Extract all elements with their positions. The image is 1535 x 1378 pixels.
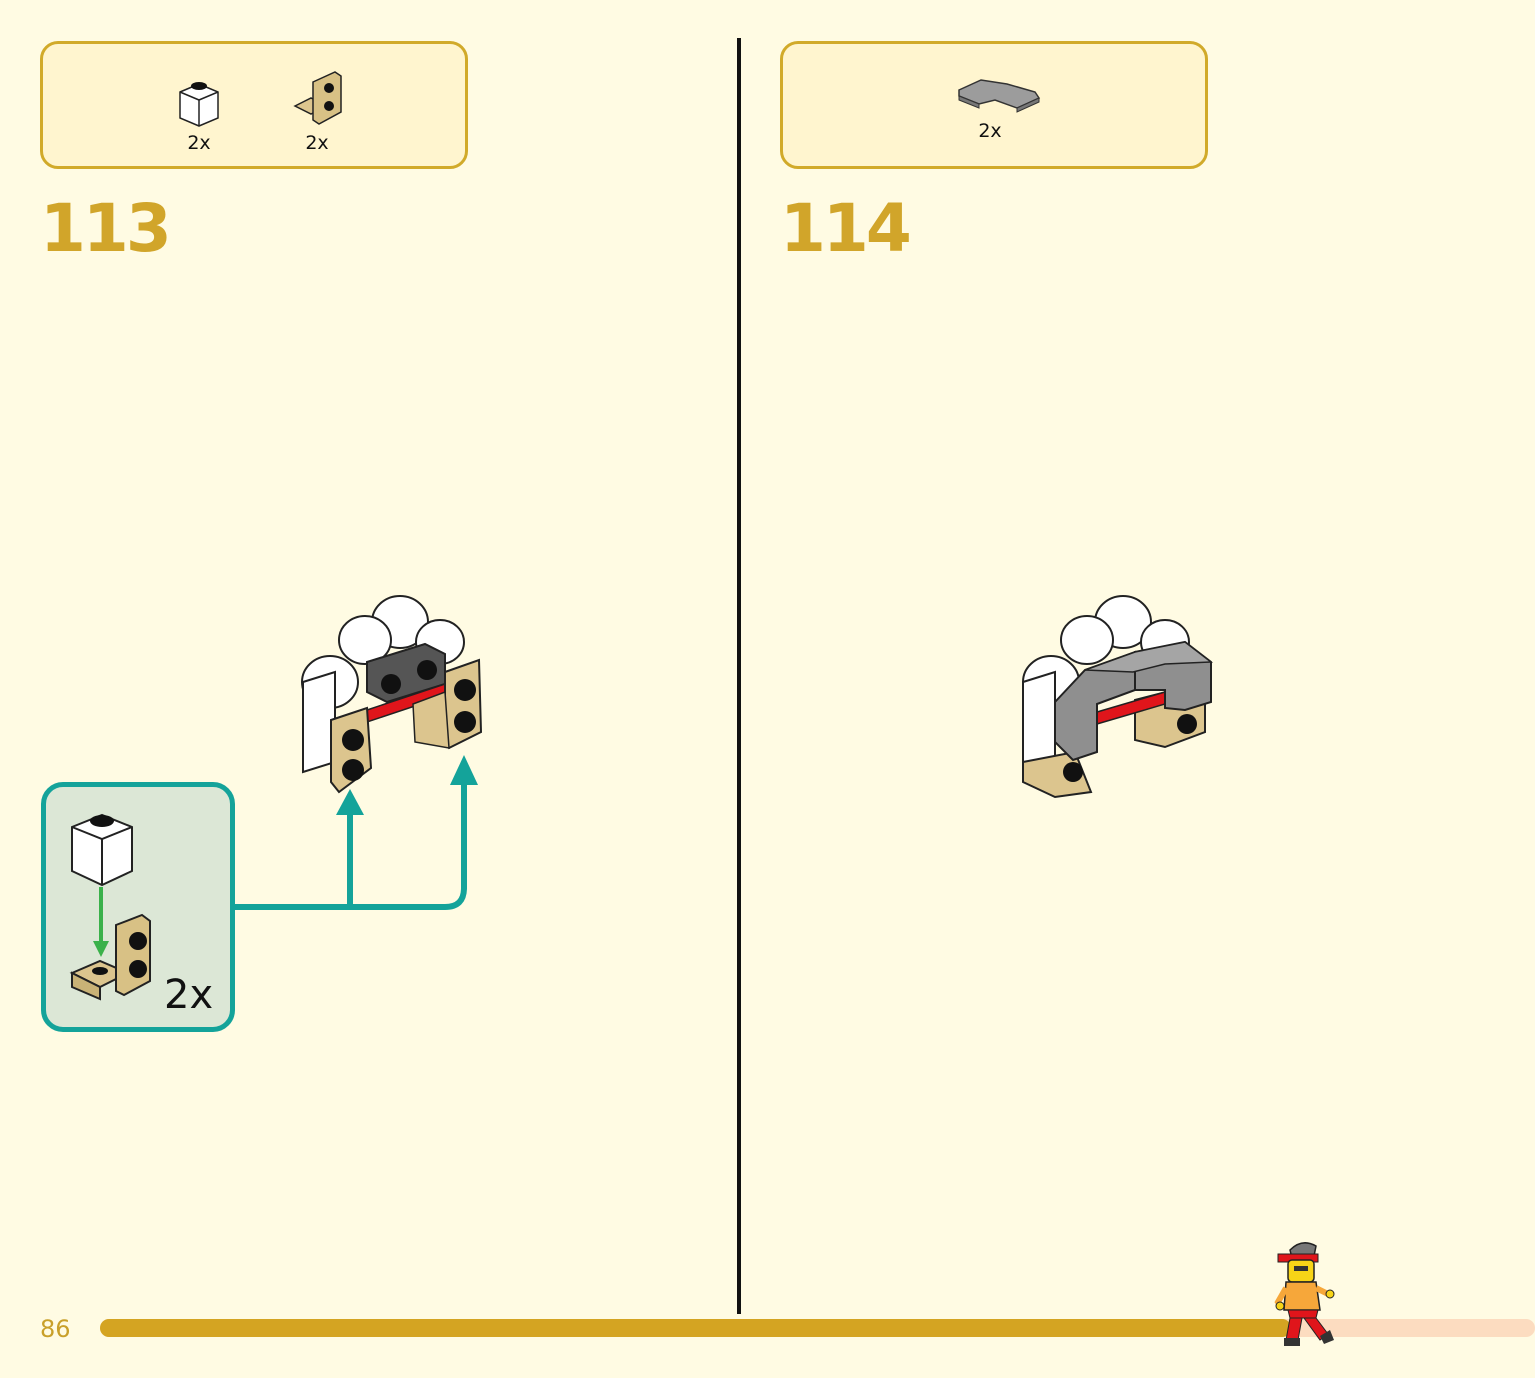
gray-corner-tile-icon <box>958 79 1041 113</box>
assembly-step-114-illustration <box>1022 595 1214 799</box>
white-brick-icon <box>179 82 219 127</box>
progress-bar <box>100 1319 1535 1337</box>
part-qty: 2x <box>305 132 329 154</box>
part-gray-tile: 2x <box>953 74 1043 142</box>
step-number-113: 113 <box>40 190 172 267</box>
part-qty: 2x <box>187 132 211 154</box>
assembly-step-113-illustration <box>301 595 483 794</box>
subassembly-callout: 2x <box>41 782 235 1032</box>
parts-list-step-113: 2x 2x <box>40 41 468 169</box>
step-divider <box>737 38 741 1314</box>
parts-list-step-114: 2x <box>780 41 1208 169</box>
step-number-114: 114 <box>780 190 912 267</box>
part-tan-bracket: 2x <box>289 68 345 154</box>
white-brick-icon <box>71 813 133 887</box>
tan-bracket-icon <box>293 71 342 125</box>
progress-bar-fill <box>100 1319 1292 1337</box>
page-number: 86 <box>40 1315 71 1343</box>
part-white-brick: 2x <box>171 74 227 154</box>
tan-bracket-icon <box>69 913 151 1001</box>
minifigure-runner-icon <box>1274 1242 1335 1346</box>
subassembly-qty: 2x <box>164 972 214 1018</box>
part-qty: 2x <box>978 120 1002 142</box>
placement-arrows <box>235 755 478 910</box>
arrow-down-icon <box>93 887 109 957</box>
